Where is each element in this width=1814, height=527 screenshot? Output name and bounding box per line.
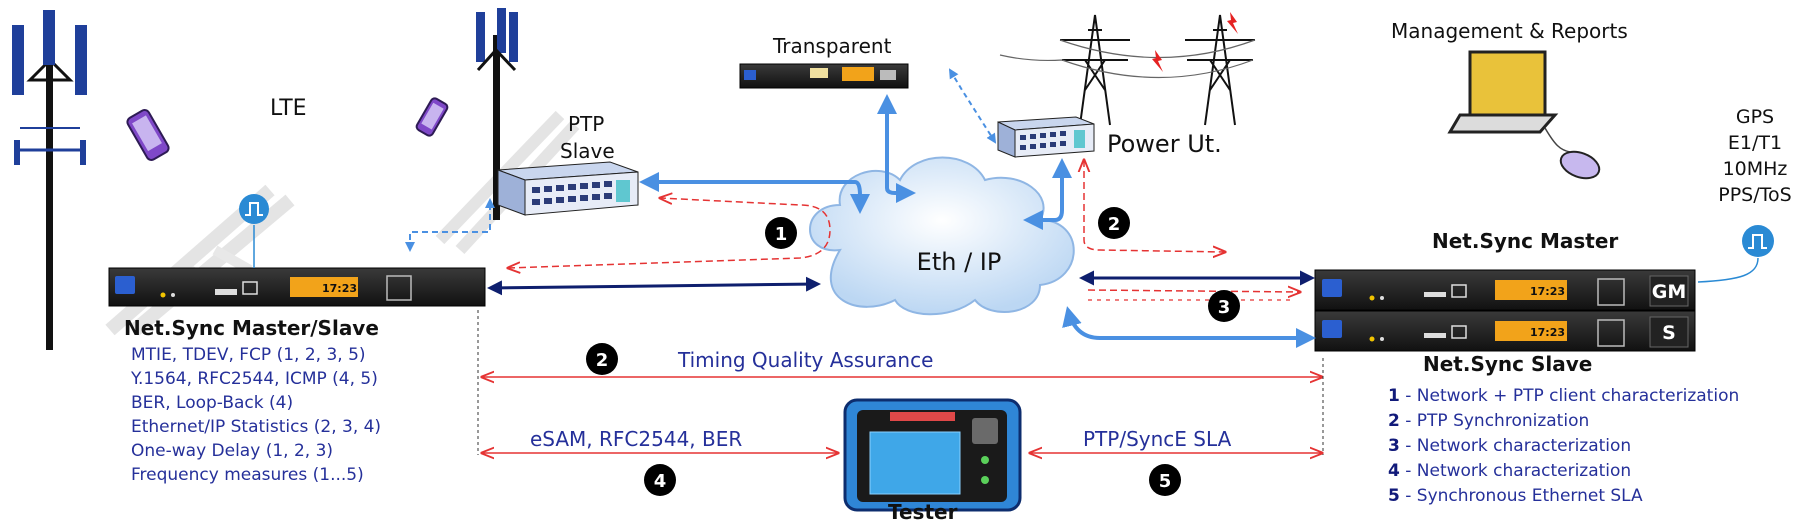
link-arrow [1062, 306, 1316, 348]
marker-2 [586, 343, 618, 375]
marker-2 [1098, 207, 1130, 239]
gps-line: 10MHz [1722, 158, 1788, 180]
power-tower-icon [999, 14, 1256, 126]
metric-item: BER, Loop-Back (4) [131, 393, 294, 413]
metric-item: MTIE, TDEV, FCP (1, 2, 3, 5) [131, 345, 366, 365]
link-arrow [487, 276, 821, 296]
marker-3 [1208, 290, 1240, 322]
link-arrow [948, 68, 997, 144]
slave-device [1314, 310, 1696, 352]
mouse-icon [1544, 127, 1601, 180]
link-arrow [877, 94, 916, 203]
pulse-signal-icon [239, 194, 269, 268]
marker-label: 2 [596, 350, 609, 371]
gps-line: E1/T1 [1727, 132, 1783, 154]
marker-label: 5 [1159, 471, 1172, 492]
tester-label: Tester [888, 500, 958, 524]
timing-quality-label: Timing Quality Assurance [678, 348, 934, 372]
tester-device [843, 398, 1022, 512]
management-label: Management & Reports [1391, 19, 1628, 43]
net-sync-master-slave-device [108, 267, 486, 307]
metric-item: Ethernet/IP Statistics (2, 3, 4) [131, 417, 382, 437]
cell-tower-left-icon [12, 10, 87, 350]
net-sync-slave-label: Net.Sync Slave [1423, 352, 1593, 376]
device-time-gm: 17:23 [1530, 285, 1565, 298]
marker-label: 4 [654, 471, 667, 492]
laptop-icon [1447, 50, 1559, 134]
metric-item: Frequency measures (1...5) [131, 465, 364, 485]
esam-label: eSAM, RFC2544, BER [530, 427, 743, 451]
marker-label: 2 [1108, 214, 1121, 235]
legend-item: 1 - Network + PTP client characterizatio… [1388, 386, 1740, 406]
device-time-slave: 17:23 [1530, 326, 1565, 339]
legend-item: 3 - Network characterization [1388, 436, 1632, 456]
legend-list: 1 - Network + PTP client characterizatio… [1388, 384, 1739, 509]
legend-item: 4 - Network characterization [1388, 461, 1632, 481]
net-sync-master-slave-label: Net.Sync Master/Slave [124, 316, 379, 340]
legend-item: 5 - Synchronous Ethernet SLA [1388, 486, 1643, 506]
transparent-label: Transparent [773, 34, 892, 58]
s-label: S [1662, 322, 1676, 344]
cloud-label: Eth / IP [917, 248, 1002, 276]
device-time-left: 17:23 [322, 282, 357, 295]
phone-icon [126, 109, 170, 161]
gm-label: GM [1652, 281, 1687, 303]
gps-sources: GPS E1/T1 10MHz PPS/ToS [1700, 104, 1810, 208]
link-arrow [639, 172, 870, 214]
ptp-slave-switch [497, 161, 639, 216]
marker-label: 3 [1218, 297, 1231, 318]
pulse-signal-icon [1697, 225, 1774, 283]
power-utility-switch [997, 116, 1095, 158]
marker-5 [1149, 464, 1181, 496]
marker-label: 1 [775, 224, 788, 245]
marker-4 [644, 464, 676, 496]
transparent-clock-device [739, 63, 909, 89]
cell-tower-center-icon [476, 8, 518, 220]
legend-item: 2 - PTP Synchronization [1388, 411, 1590, 431]
gps-line: GPS [1735, 106, 1775, 128]
lte-label: LTE [270, 96, 307, 121]
net-sync-master-label: Net.Sync Master [1432, 229, 1619, 253]
phone-icon [415, 97, 449, 137]
link-arrow [1023, 158, 1072, 230]
power-ut-label: Power Ut. [1107, 130, 1222, 158]
lightning-icon [1152, 12, 1238, 72]
ptp-synce-label: PTP/SyncE SLA [1083, 427, 1232, 451]
flow-arrow [508, 198, 831, 268]
ptp-slave-label-line1: PTP [568, 112, 605, 136]
metric-item: One-way Delay (1, 2, 3) [131, 441, 334, 461]
ptp-slave-label-line2: Slave [560, 139, 615, 163]
metric-item: Y.1564, RFC2544, ICMP (4, 5) [131, 369, 378, 389]
gps-line: PPS/ToS [1718, 184, 1792, 206]
flow-arrow [1087, 290, 1300, 292]
link-arrow [405, 198, 495, 252]
gm-device [1314, 269, 1696, 311]
flow-arrow [1084, 160, 1225, 252]
metrics-list: MTIE, TDEV, FCP (1, 2, 3, 5) Y.1564, RFC… [131, 343, 381, 487]
marker-1 [765, 217, 797, 249]
